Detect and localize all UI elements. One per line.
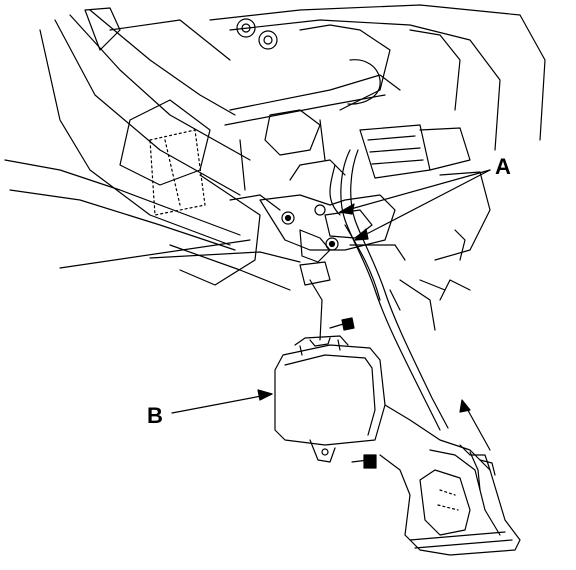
removal-direction-arrow bbox=[459, 399, 491, 451]
engine-block bbox=[209, 4, 546, 331]
callout-a-arrows bbox=[339, 169, 491, 241]
hose-lines bbox=[340, 149, 449, 431]
frame-panel bbox=[4, 7, 291, 291]
callout-label-b: B bbox=[147, 403, 163, 428]
bolt-bottom bbox=[351, 454, 377, 469]
dotted-panel-outline bbox=[149, 129, 206, 216]
intake-duct bbox=[274, 335, 521, 556]
callout-b-arrow bbox=[171, 389, 273, 414]
lower-frame-rail bbox=[59, 239, 251, 269]
mount-bracket bbox=[259, 164, 446, 341]
callout-label-a: A bbox=[495, 154, 511, 179]
bolt-top bbox=[329, 317, 355, 331]
lower-frame-rail-2 bbox=[149, 251, 301, 263]
